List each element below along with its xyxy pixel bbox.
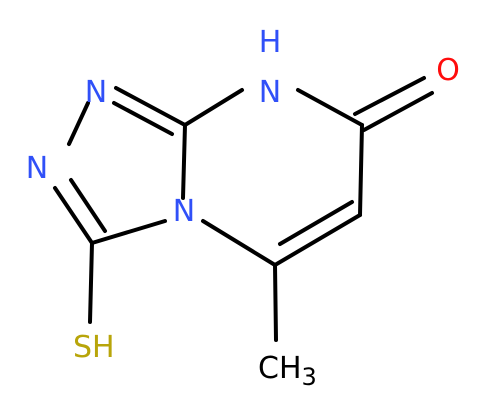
atom-n2: N: [26, 151, 48, 186]
bond-n8-c7: [296, 88, 364, 127]
bond-n2-c3: [53, 186, 94, 245]
bond-c3-s: [88, 241, 94, 324]
atom-o: O: [436, 53, 460, 88]
bond-c7-o: [353, 76, 426, 116]
bond-c6-c5: [273, 213, 362, 267]
bond-c5-n4: [201, 219, 277, 267]
bond-n4-c8a: [181, 123, 187, 200]
atom-n8: N: [259, 75, 281, 110]
atom-s-h: H: [92, 330, 115, 365]
atom-ch3-subscript: 3: [302, 363, 317, 391]
bond-c7-c6: [358, 123, 364, 217]
bond-c5-ch3: [273, 263, 278, 342]
atom-ch3: CH3: [258, 351, 317, 391]
atom-n1: N: [85, 75, 107, 110]
bond-n1-c8a-double: [112, 101, 174, 136]
atom-n8-h: H: [259, 25, 282, 60]
bond-n1-c8a: [114, 86, 187, 127]
bond-c7-o-double: [362, 91, 434, 132]
bond-c6-c5-double: [278, 200, 354, 246]
atom-n4: N: [173, 194, 195, 229]
bonds: [53, 76, 434, 342]
bond-n2-c3-double: [69, 178, 107, 233]
atom-ch3-label: CH: [258, 351, 302, 386]
bond-c3-n4: [90, 219, 167, 245]
atom-labels: N N N N H O S H CH3: [26, 25, 460, 391]
bond-n1-n2: [67, 101, 90, 146]
bond-c8a-n8: [183, 88, 244, 127]
atom-s: S: [73, 330, 92, 365]
